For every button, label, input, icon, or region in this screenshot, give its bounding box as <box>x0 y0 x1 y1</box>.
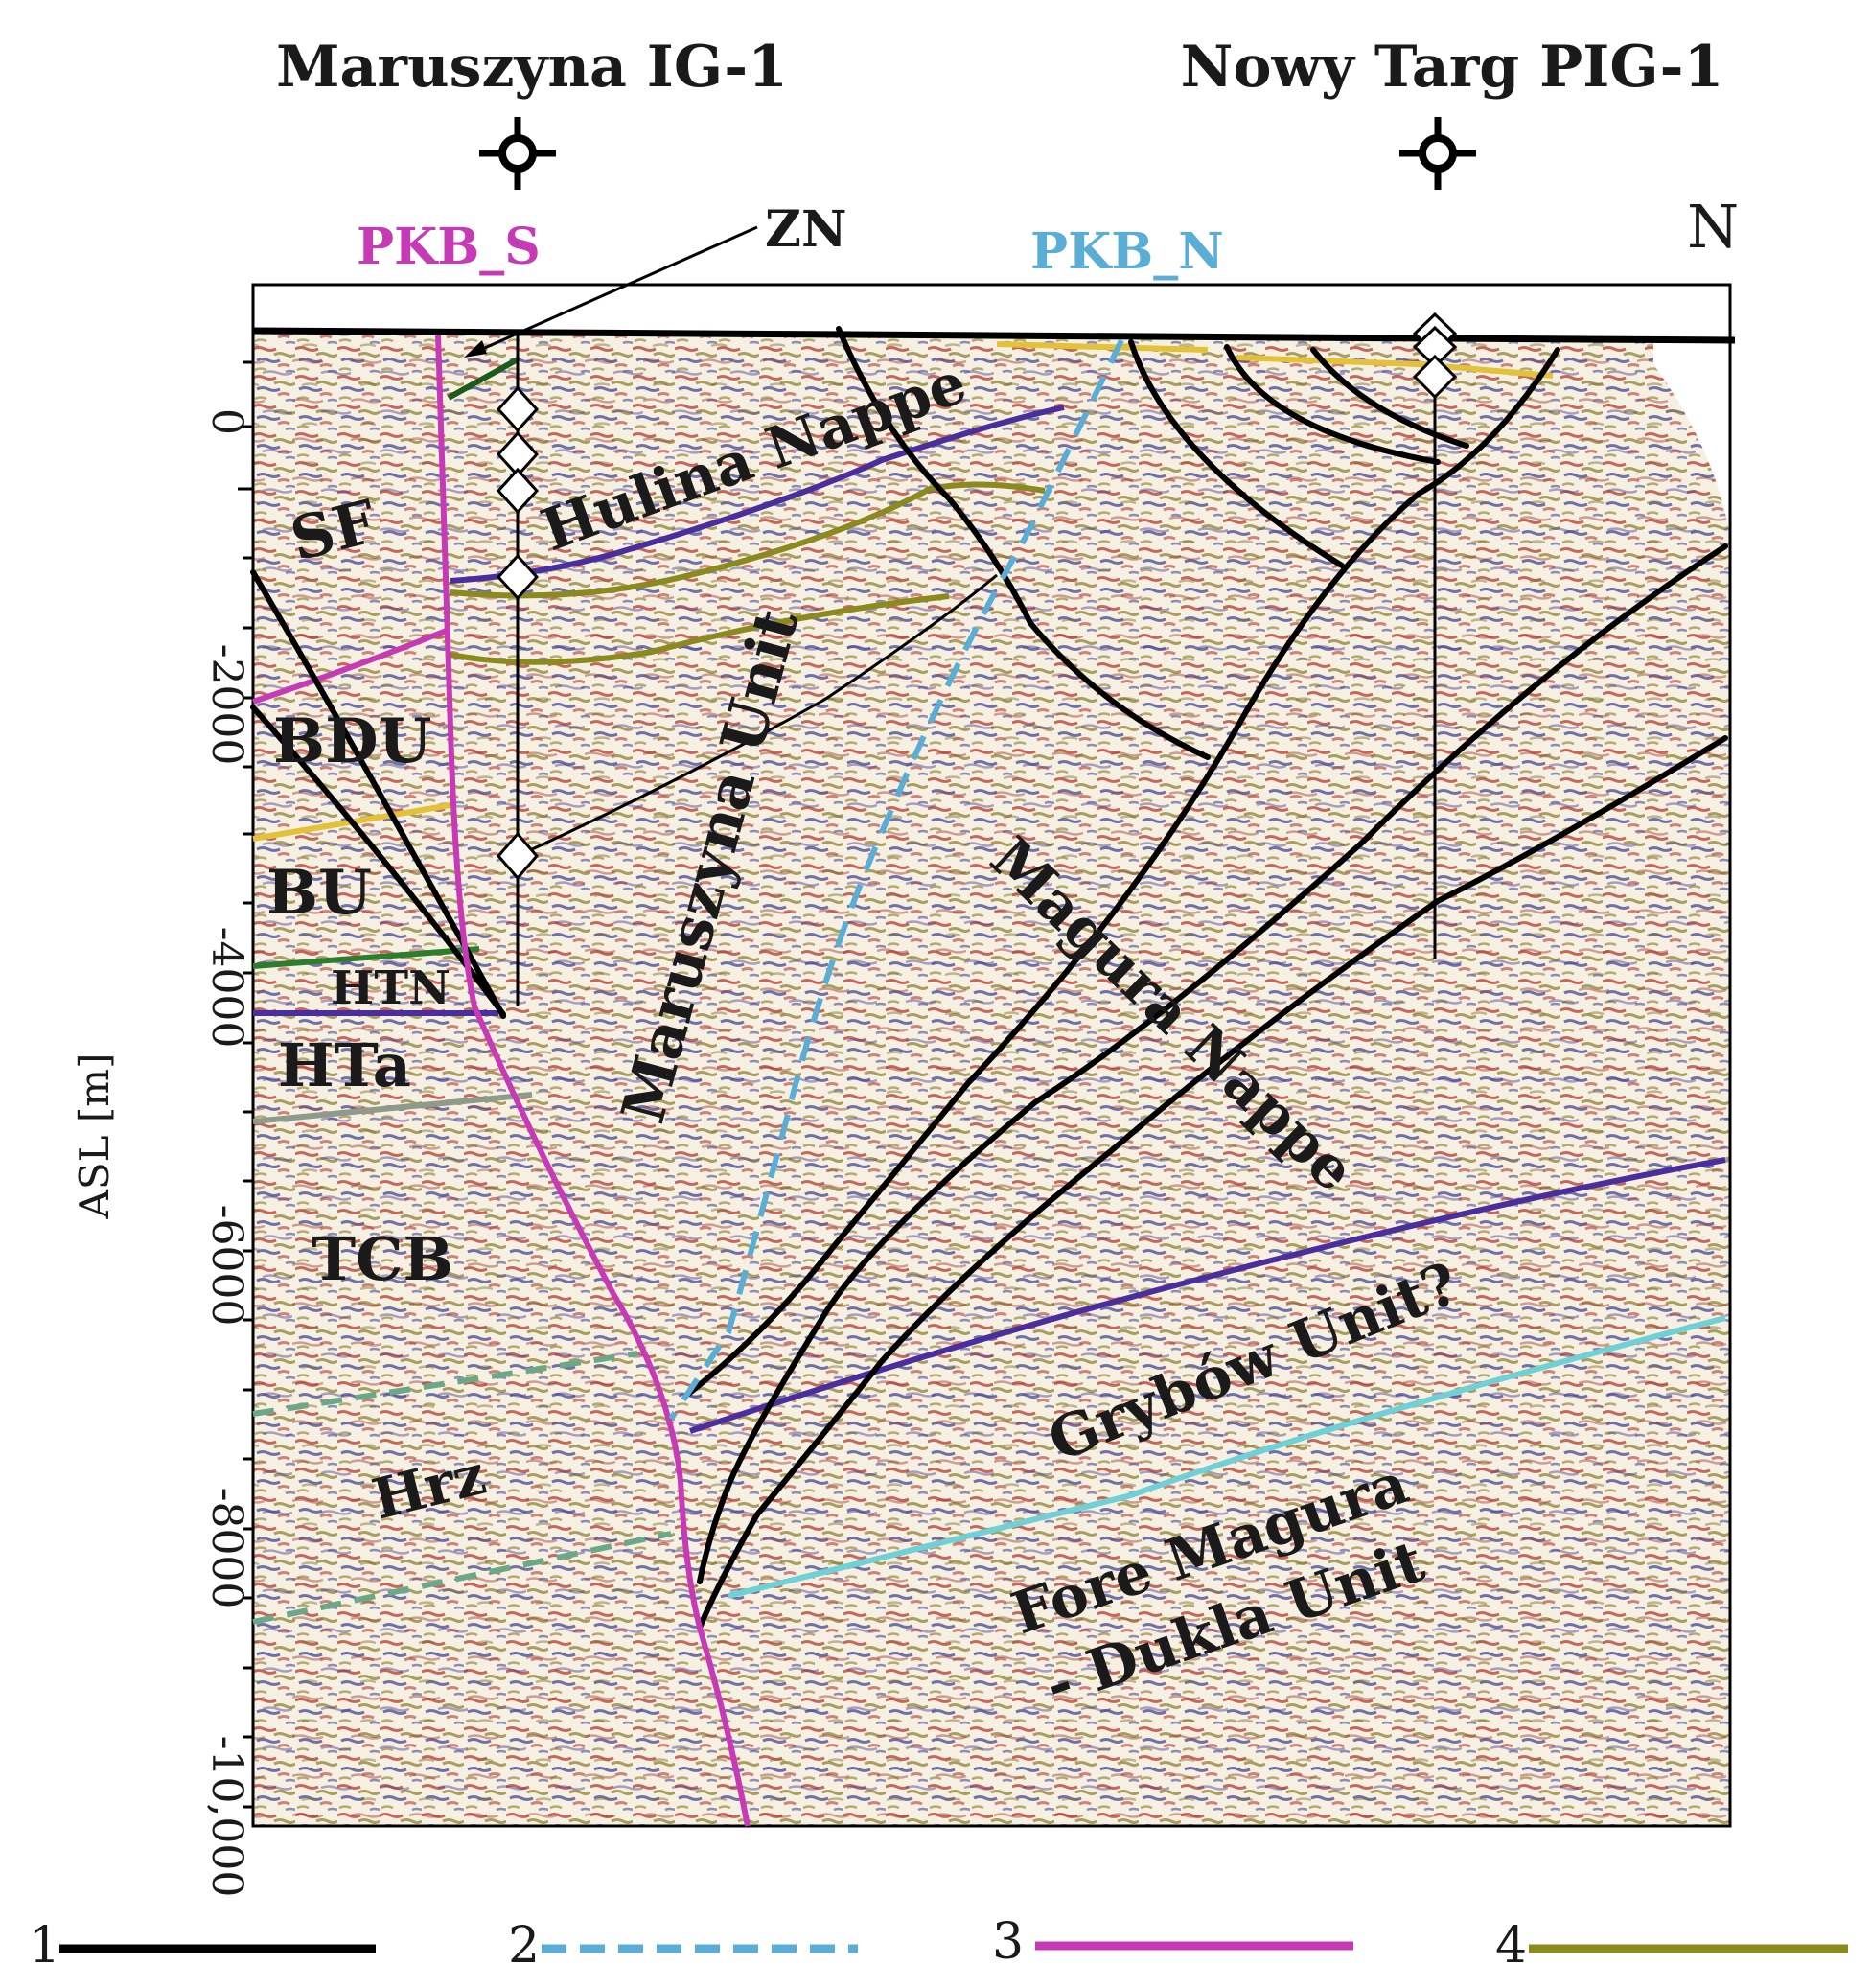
seismic-image <box>253 331 1730 1826</box>
legend-item-3: 3 <box>992 1913 1353 1971</box>
purple-horizons <box>253 405 1726 1434</box>
pkb-s-line <box>435 335 751 1827</box>
depth-axis <box>238 360 253 1809</box>
tick-label-2000: -2000 <box>202 644 251 766</box>
faults <box>250 326 1728 1630</box>
pkb-s-label: PKB_S <box>357 218 541 276</box>
well-symbol-maruszyna-icon <box>479 117 556 190</box>
legend-num-4: 4 <box>1495 1917 1527 1975</box>
tick-label-6000: -6000 <box>202 1205 251 1327</box>
pkb-n-line <box>668 338 1124 1421</box>
tick-label-0: 0 <box>202 408 251 435</box>
unit-bu: BU <box>266 857 372 929</box>
legend-num-3: 3 <box>992 1913 1024 1971</box>
unit-tcb: TCB <box>312 1224 453 1294</box>
well-title-nowy-targ: Nowy Targ PIG-1 <box>1181 34 1724 101</box>
legend-item-1: 1 <box>29 1917 376 1975</box>
section-frame <box>251 283 1732 1828</box>
olive-horizons <box>450 481 1046 665</box>
axis-label: ASL [m] <box>71 1053 118 1220</box>
legend-item-2: 2 <box>508 1917 858 1975</box>
legend-item-4: 4 <box>1495 1917 1848 1975</box>
well-maruszyna <box>496 331 540 1006</box>
unit-hta: HTa <box>278 1030 411 1100</box>
thin-fault <box>517 573 998 858</box>
well-symbol-nowy-targ-icon <box>1399 117 1476 190</box>
topography-line <box>252 327 1736 344</box>
tick-label-4000: -4000 <box>202 927 251 1049</box>
legend: 1 2 3 4 <box>29 1913 1848 1975</box>
cyan-horizon <box>728 1315 1726 1599</box>
zn-label: ZN <box>765 200 847 259</box>
well-nowy-targ <box>1412 312 1458 959</box>
legend-num-1: 1 <box>29 1917 60 1975</box>
tick-label-8000: -8000 <box>202 1488 251 1609</box>
zn-arrow <box>464 225 758 358</box>
unit-htn: HTN <box>331 961 450 1015</box>
well-title-maruszyna: Maruszyna IG-1 <box>276 34 788 101</box>
unit-bdu: BDU <box>273 705 431 777</box>
north-label: N <box>1687 192 1739 262</box>
tick-label-10000: -10,000 <box>202 1736 251 1898</box>
legend-num-2: 2 <box>508 1917 540 1975</box>
left-horizons <box>252 357 672 1625</box>
pkb-n-label: PKB_N <box>1030 222 1224 281</box>
